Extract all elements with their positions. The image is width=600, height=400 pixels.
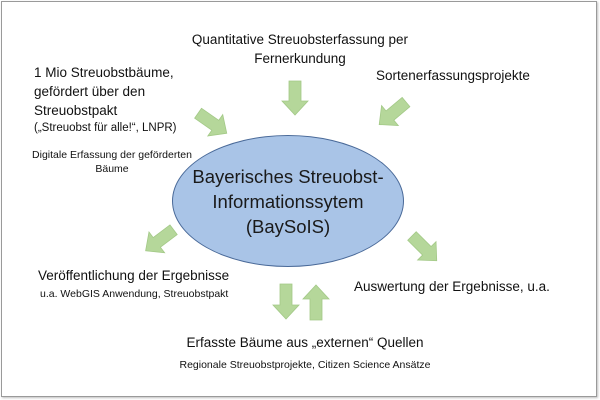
node-mio-sub1: Digitale Erfassung der geförderten xyxy=(32,149,192,161)
node-auswertung-line1: Auswertung der Ergebnisse, u.a. xyxy=(354,279,550,294)
arrow-erfasste-down xyxy=(272,283,300,320)
center-line-3: (BaySoIS) xyxy=(245,215,331,237)
center-line-2: Informationssytem xyxy=(212,190,364,212)
node-mio-line2: gefördert über den xyxy=(34,84,146,99)
node-mio-line3: Streuobstpakt xyxy=(34,103,118,118)
node-quantitative-line1: Quantitative Streuobsterfassung per xyxy=(191,32,409,47)
node-quantitative-line2: Fernerkundung xyxy=(254,51,346,66)
node-mio-line1: 1 Mio Streuobstbäume, xyxy=(34,65,174,80)
node-mio: 1 Mio Streuobstbäume, gefördert über den… xyxy=(34,63,177,136)
node-sorten: Sortenerfassungsprojekte xyxy=(376,66,530,85)
node-erfasste-sub1: Regionale Streuobstprojekte, Citizen Sci… xyxy=(179,359,431,371)
arrow-mio-in xyxy=(194,107,228,137)
node-mio-sub2: Bäume xyxy=(95,163,129,175)
node-erfasste: Erfasste Bäume aus „externen“ Quellen Re… xyxy=(160,333,450,372)
node-erfasste-line1: Erfasste Bäume aus „externen“ Quellen xyxy=(186,335,424,350)
node-veroeffentlichung-line1: Veröffentlichung der Ergebnisse xyxy=(38,268,230,283)
node-mio-sub: Digitale Erfassung der geförderten Bäume xyxy=(22,148,202,176)
arrow-auswertung-out xyxy=(407,231,438,262)
arrow-veroeffentlichung-out xyxy=(145,224,178,254)
node-sorten-line1: Sortenerfassungsprojekte xyxy=(376,68,530,83)
node-veroeffentlichung: Veröffentlichung der Ergebnisse u.a. Web… xyxy=(38,266,229,301)
node-veroeffentlichung-sub1: u.a. WebGIS Anwendung, Streuobstpakt xyxy=(40,288,229,300)
arrow-sorten-in xyxy=(378,96,411,126)
node-mio-line4: („Streuobst für alle!“, LNPR) xyxy=(34,122,177,134)
node-quantitative: Quantitative Streuobsterfassung per Fern… xyxy=(185,30,415,68)
node-auswertung: Auswertung der Ergebnisse, u.a. xyxy=(354,277,550,296)
arrow-erfasste-up xyxy=(302,284,330,321)
arrow-quantitative-in xyxy=(281,80,309,116)
central-system-node: Bayerisches Streuobst- Informationssytem… xyxy=(172,135,404,267)
center-line-1: Bayerisches Streuobst- xyxy=(192,165,384,187)
